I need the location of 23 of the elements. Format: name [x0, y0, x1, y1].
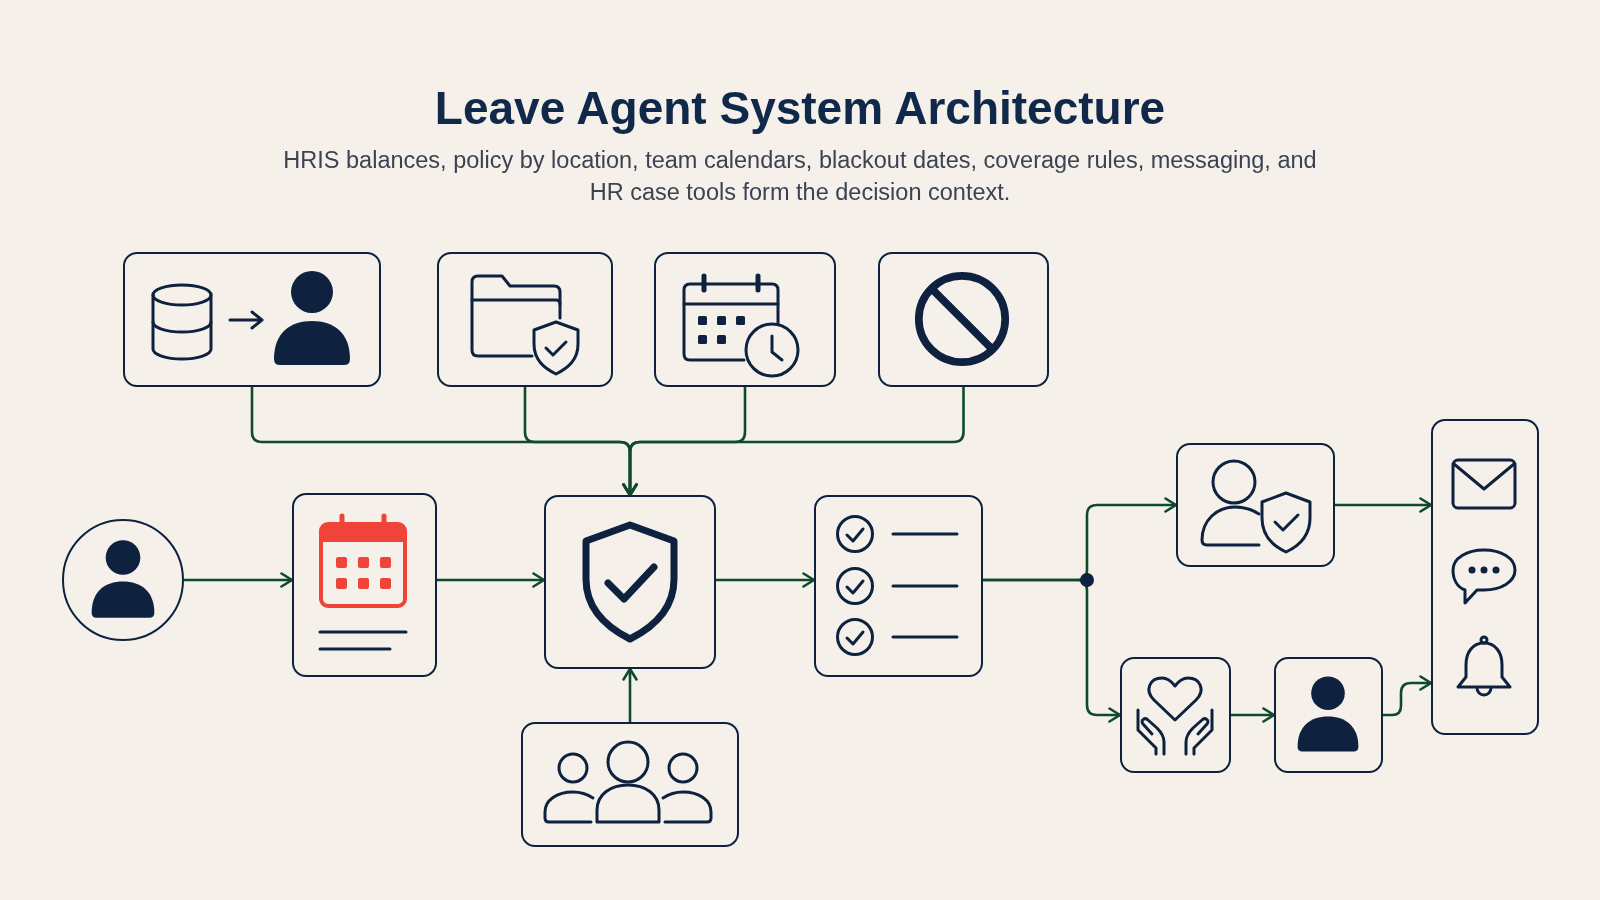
arrow: [622, 387, 965, 497]
process-box: [814, 495, 983, 677]
arrow: [437, 572, 546, 588]
process-box: [292, 493, 437, 677]
process-box: [521, 722, 739, 847]
process-box: [654, 252, 836, 387]
process-box: [878, 252, 1049, 387]
arrow: [1383, 675, 1433, 717]
process-box: [544, 495, 716, 669]
arrow: [1335, 497, 1433, 513]
arrow: [622, 667, 638, 722]
process-box: [1176, 443, 1335, 567]
process-box: [1120, 657, 1231, 773]
arrow: [716, 572, 816, 588]
subtitle: HRIS balances, policy by location, team calendars, blackout dates, coverage rules, messaging, and HR case tools form the decision context.: [282, 146, 1318, 207]
process-box: [437, 252, 613, 387]
process-box: [1274, 657, 1383, 773]
process-box: [1431, 419, 1539, 735]
diagram-title: Leave Agent System Architecture: [434, 81, 1166, 136]
arrow: [983, 578, 1122, 723]
arrow: [1231, 707, 1276, 723]
process-box: [123, 252, 381, 387]
arrow: [184, 572, 294, 588]
